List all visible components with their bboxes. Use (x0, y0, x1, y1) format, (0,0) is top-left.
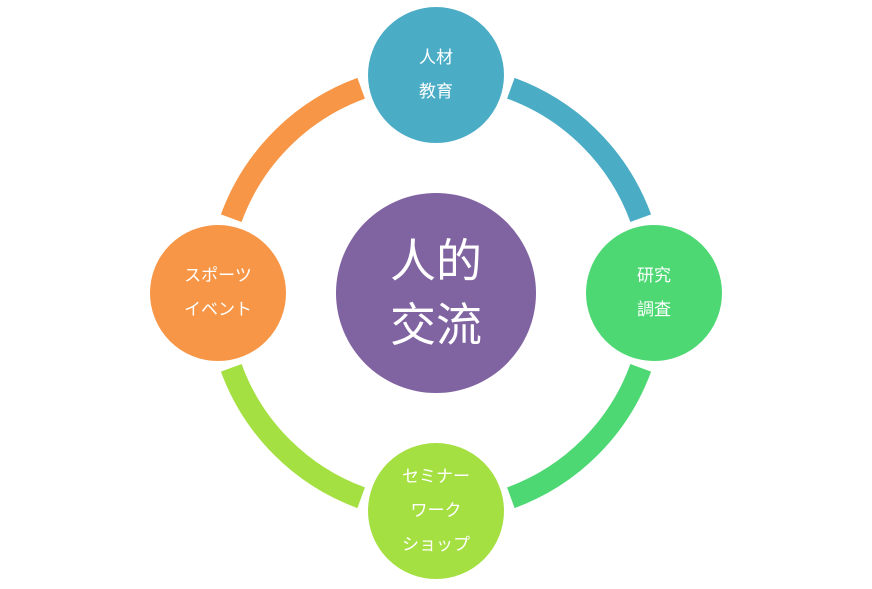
node-left-circle (146, 221, 290, 365)
arc-top-right (506, 77, 652, 223)
node-top-circle (364, 3, 508, 147)
arc-bottom-left (220, 363, 366, 509)
arc-right-bottom (506, 363, 652, 509)
node-right-circle (582, 221, 726, 365)
center-circle (336, 193, 536, 393)
arc-left-top (220, 77, 366, 223)
node-bottom-circle (364, 439, 508, 583)
